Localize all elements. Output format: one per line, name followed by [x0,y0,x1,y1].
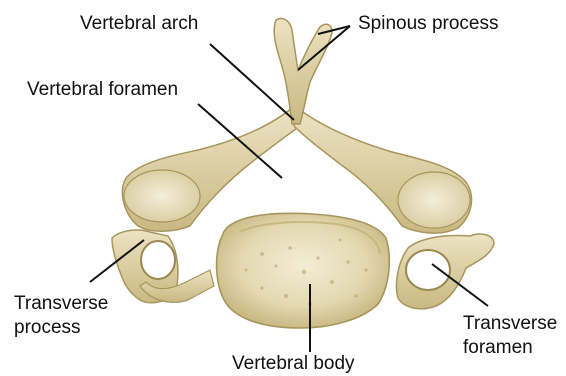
label-transverse-process: Transverse process [14,292,108,340]
label-transverse-process-line1: Transverse [14,292,108,316]
left-transverse-foramen [141,241,175,279]
label-vertebral-arch: Vertebral arch [80,12,198,36]
right-transverse-foramen [406,250,450,290]
label-spinous-process: Spinous process [358,12,498,36]
spinous-process-shape [274,18,332,124]
label-transverse-foramen-line2: foramen [463,336,557,360]
right-articular-facet [398,172,470,228]
label-vertebral-body: Vertebral body [232,352,355,376]
label-transverse-foramen: Transverse foramen [463,312,557,360]
left-articular-facet [124,170,200,222]
label-transverse-process-line2: process [14,316,108,340]
label-vertebral-foramen: Vertebral foramen [27,78,178,102]
label-transverse-foramen-line1: Transverse [463,312,557,336]
